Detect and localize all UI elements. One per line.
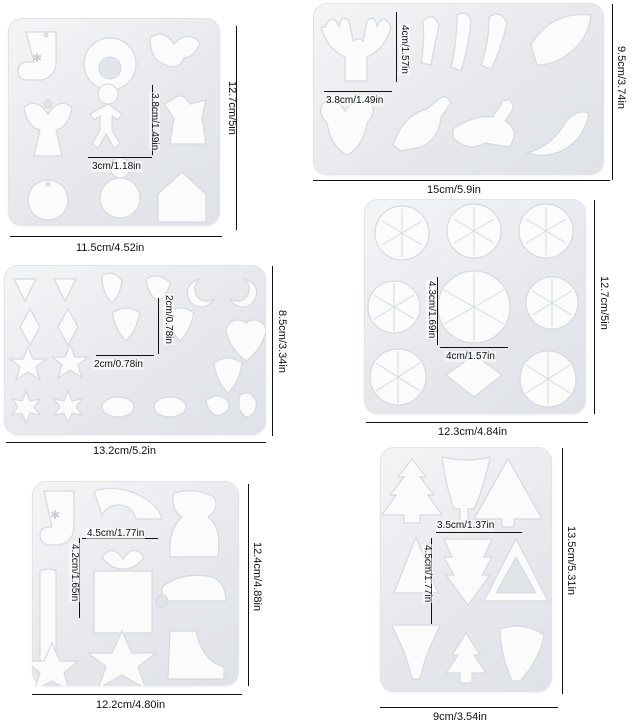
stocking-mold-cavities: ✱: [17, 31, 207, 223]
ornament-inner-height-label: 2cm/0.78in: [163, 294, 174, 345]
tree-inner-height-label: 4.5cm/1.77in: [422, 544, 433, 604]
ornament-inner-width-label: 2cm/0.78in: [93, 359, 144, 370]
ornament-inner-height-line: [158, 298, 159, 354]
reindeer-width-label: 15cm/5.9in: [427, 184, 481, 196]
gift-height-line: [248, 484, 249, 686]
reindeer-mold-tray: [313, 3, 604, 175]
snowflake-inner-height-line: [437, 277, 438, 345]
reindeer-mold-cavities: [320, 12, 592, 156]
reindeer-inner-width-line: [324, 91, 392, 92]
snowflake-inner-width-line: [440, 347, 508, 348]
stocking-mold-tray: ✱: [8, 18, 220, 226]
gift-mold-tray: ✱: [32, 481, 239, 686]
snowflake-inner-width-label: 4cm/1.57in: [445, 351, 496, 362]
stocking-inner-height-label: 3.8cm/1.49in: [149, 92, 160, 152]
stocking-inner-width-line: [88, 157, 152, 158]
stocking-width-label: 11.5cm/4.52in: [76, 242, 145, 254]
ornament-mold-tray: [4, 265, 266, 435]
ornament-inner-width-line: [96, 355, 154, 356]
reindeer-height-line: [612, 4, 613, 180]
snowflake-width-line: [366, 422, 588, 423]
svg-text:✱: ✱: [50, 508, 60, 522]
tree-mold-cavities: [380, 456, 549, 684]
gift-mold-cavities: ✱: [32, 487, 227, 686]
stocking-height-label: 12.7cm/5in: [226, 81, 238, 135]
tree-height-label: 13.5cm/5.31in: [565, 526, 577, 596]
snowflake-height-label: 12.7cm/5in: [598, 276, 610, 330]
ornament-width-line: [6, 442, 266, 443]
stocking-height-line: [236, 26, 237, 230]
reindeer-inner-height-label: 4cm/1.57in: [399, 24, 410, 75]
tree-mold-tray: [380, 447, 552, 692]
snowflake-mold-tray: [364, 199, 586, 414]
gift-width-label: 12.2cm/4.80in: [96, 699, 166, 711]
reindeer-height-label: 9.5cm/3.74in: [615, 46, 627, 109]
snowflake-mold-cavities: [367, 203, 579, 408]
gift-height-label: 12.4cm/4.88in: [251, 542, 263, 612]
gift-inner-width-label: 4.5cm/1.77in: [86, 528, 146, 539]
ornament-height-label: 8.5cm/3.34in: [276, 310, 288, 373]
svg-text:✱: ✱: [32, 51, 42, 65]
snowflake-inner-height-label: 4.3cm/1.69in: [426, 280, 437, 340]
snowflake-width-label: 12.3cm/4.84in: [438, 426, 508, 438]
ornament-height-line: [272, 266, 273, 436]
stocking-width-line: [10, 236, 222, 237]
gift-width-line: [32, 694, 242, 695]
ornament-mold-cavities: [8, 272, 266, 425]
tree-width-label: 9cm/3.54in: [433, 711, 487, 723]
tree-inner-width-label: 3.5cm/1.37in: [436, 520, 496, 531]
reindeer-inner-width-label: 3.8cm/1.49in: [325, 95, 385, 106]
gift-inner-height-label: 4.2cm/1.65in: [69, 543, 80, 603]
snowflake-height-line: [594, 200, 595, 414]
tree-inner-width-line: [436, 532, 522, 533]
ornament-width-label: 13.2cm/5.2in: [93, 445, 156, 457]
tree-width-line: [380, 707, 558, 708]
reindeer-inner-height-line: [396, 12, 397, 82]
stocking-inner-width-label: 3cm/1.18in: [91, 161, 142, 172]
reindeer-width-line: [313, 180, 610, 181]
tree-height-line: [562, 448, 563, 694]
